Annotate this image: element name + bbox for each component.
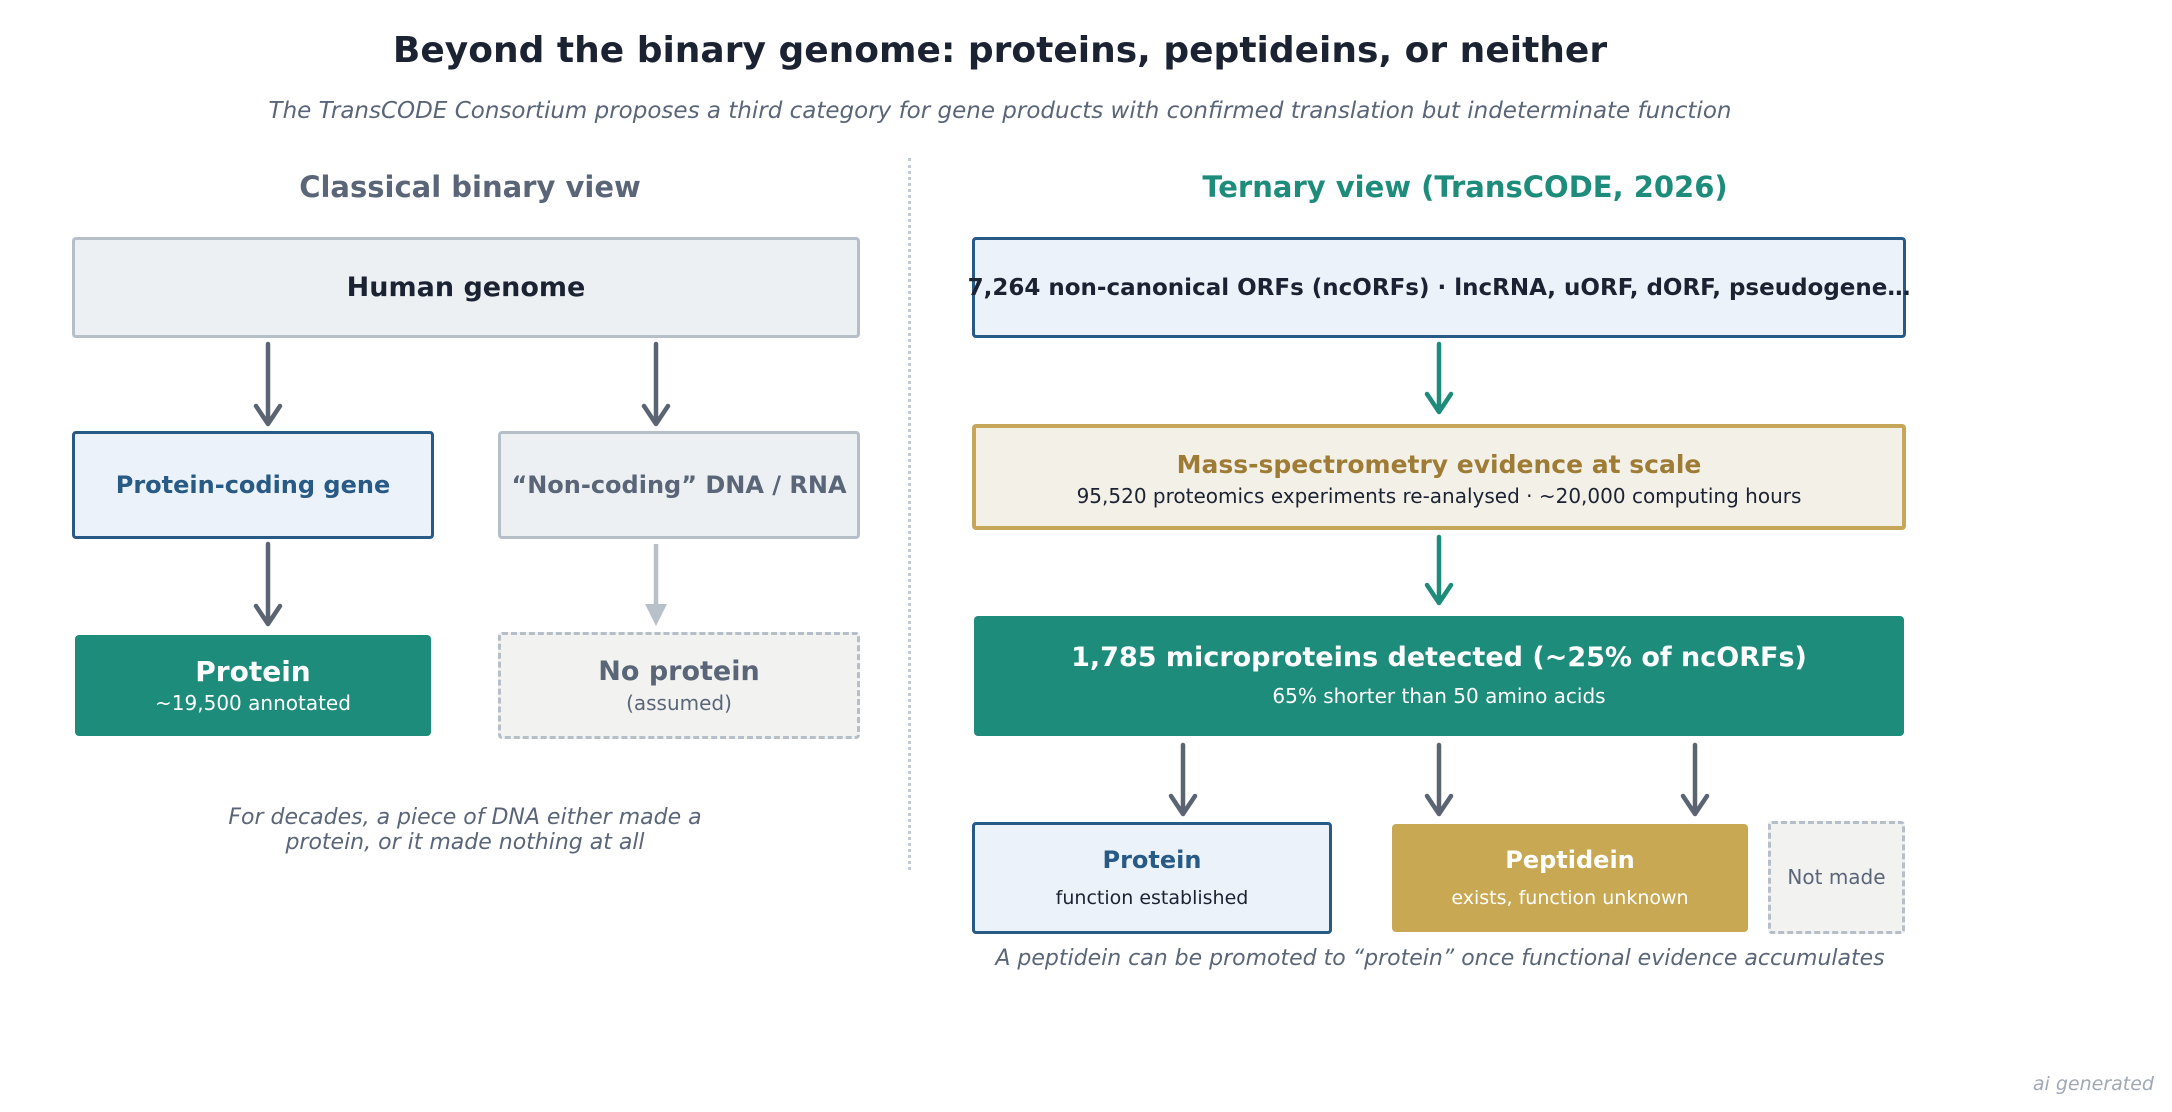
right-footnote: A peptidein can be promoted to “protein”… — [995, 946, 1885, 971]
peptidein-category-title: Peptidein — [1505, 846, 1635, 874]
microproteins-box: 1,785 microproteins detected (~25% of nc… — [974, 616, 1904, 736]
column-divider — [908, 158, 911, 870]
left-column-heading: Classical binary view — [299, 170, 641, 204]
no-protein-box: No protein (assumed) — [498, 632, 860, 739]
not-made-label: Not made — [1787, 865, 1886, 889]
human-genome-label: Human genome — [346, 272, 586, 303]
ncorfs-label: 7,264 non-canonical ORFs (ncORFs) · lncR… — [967, 274, 1911, 301]
arrow-orfs-to-ms — [1424, 341, 1454, 415]
left-footnote: For decades, a piece of DNA either made … — [228, 805, 702, 855]
microproteins-detail: 65% shorter than 50 amino acids — [1272, 684, 1606, 708]
arrow-genome-to-coding — [253, 341, 283, 427]
mass-spec-title: Mass-spectrometry evidence at scale — [1176, 450, 1702, 479]
arrow-ms-to-micro — [1424, 534, 1454, 606]
protein-category-box: Protein function established — [972, 822, 1332, 934]
mass-spec-box: Mass-spectrometry evidence at scale 95,5… — [972, 424, 1906, 530]
noncoding-label: “Non-coding” DNA / RNA — [511, 471, 847, 499]
no-protein-title: No protein — [598, 655, 760, 687]
protein-coding-gene-box: Protein-coding gene — [72, 431, 434, 539]
protein-box: Protein ~19,500 annotated — [75, 635, 431, 736]
peptidein-category-box: Peptidein exists, function unknown — [1392, 824, 1748, 932]
peptidein-category-sub: exists, function unknown — [1451, 887, 1689, 909]
arrow-coding-to-protein — [253, 541, 283, 627]
protein-category-sub: function established — [1055, 887, 1249, 909]
not-made-box: Not made — [1768, 821, 1905, 934]
protein-title: Protein — [195, 654, 311, 688]
arrow-micro-to-notmade — [1680, 742, 1710, 817]
noncoding-box: “Non-coding” DNA / RNA — [498, 431, 860, 539]
arrow-noncoding-to-noprotein-head — [645, 604, 667, 626]
arrow-genome-to-noncoding — [641, 341, 671, 427]
page-title: Beyond the binary genome: proteins, pept… — [392, 30, 1608, 71]
no-protein-sub: (assumed) — [626, 690, 732, 715]
human-genome-box: Human genome — [72, 237, 860, 338]
microproteins-title: 1,785 microproteins detected (~25% of nc… — [1071, 642, 1807, 673]
right-column-heading: Ternary view (TransCODE, 2026) — [1202, 170, 1728, 204]
arrow-micro-to-peptidein — [1424, 742, 1454, 817]
protein-category-title: Protein — [1102, 846, 1202, 874]
ai-generated-watermark: ai generated — [2032, 1073, 2154, 1095]
arrow-micro-to-protein — [1168, 742, 1198, 817]
protein-annotated-count: ~19,500 annotated — [155, 690, 351, 715]
protein-coding-gene-label: Protein-coding gene — [115, 471, 391, 499]
ncorfs-box: 7,264 non-canonical ORFs (ncORFs) · lncR… — [968, 237, 1910, 338]
mass-spec-detail: 95,520 proteomics experiments re-analyse… — [1076, 484, 1802, 508]
page-subtitle: The TransCODE Consortium proposes a thir… — [268, 98, 1732, 124]
